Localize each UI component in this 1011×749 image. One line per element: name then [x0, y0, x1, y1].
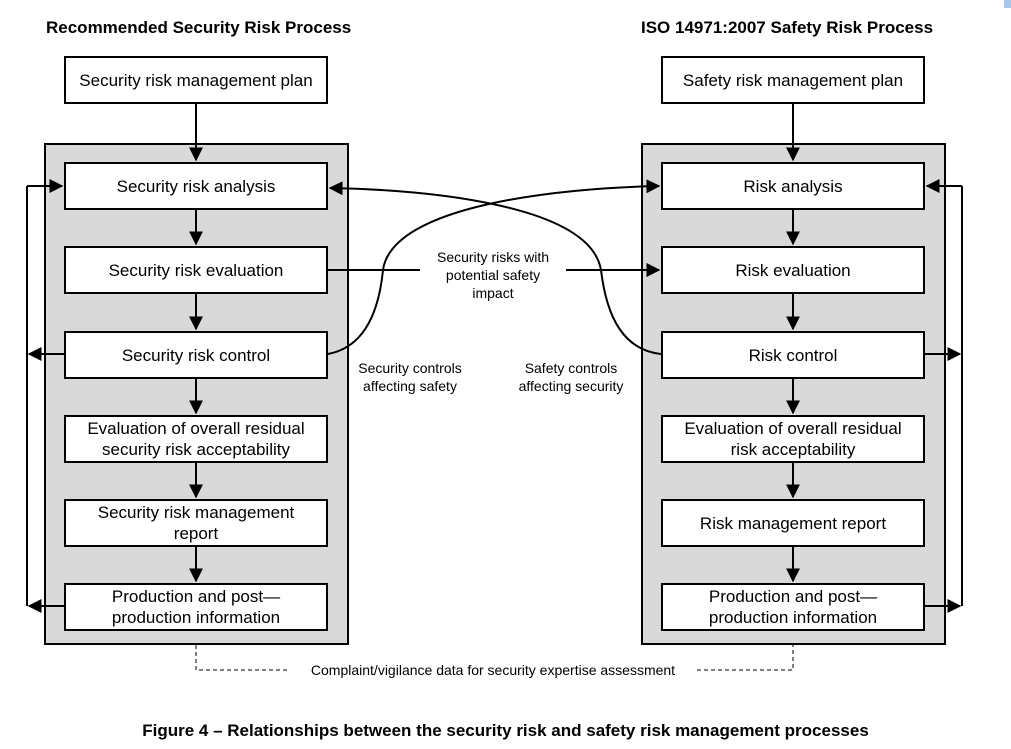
security-residual-line1: Evaluation of overall residual: [87, 419, 305, 438]
security-analysis-box: Security risk analysis: [64, 162, 328, 210]
risk-production-line1: Production and post—: [708, 587, 878, 606]
risk-report-box: Risk management report: [661, 499, 925, 547]
security-residual-line2: security risk acceptability: [101, 440, 290, 459]
security-controls-label: Security controls affecting safety: [350, 359, 470, 395]
right-process-heading: ISO 14971:2007 Safety Risk Process: [641, 18, 934, 37]
security-evaluation-box: Security risk evaluation: [64, 246, 328, 294]
risk-evaluation-box: Risk evaluation: [661, 246, 925, 294]
security-control-label: Security risk control: [121, 345, 271, 365]
figure-caption: Figure 4 – Relationships between the sec…: [142, 721, 869, 740]
safety-plan-box: Safety risk management plan: [661, 56, 925, 104]
risk-analysis-label: Risk analysis: [743, 176, 843, 196]
shared-risks-line1: Security risks with: [436, 249, 550, 265]
safety-controls-line2: affecting security: [518, 378, 624, 394]
left-process-heading: Recommended Security Risk Process: [46, 18, 352, 37]
security-production-line1: Production and post—: [111, 587, 281, 606]
safety-plan-label: Safety risk management plan: [682, 70, 904, 90]
risk-control-box: Risk control: [661, 331, 925, 379]
security-production-box: Production and post— production informati…: [64, 583, 328, 631]
edge-marker: [1004, 0, 1011, 8]
risk-production-box: Production and post— production informati…: [661, 583, 925, 631]
risk-control-label: Risk control: [748, 345, 838, 365]
security-report-line1: Security risk management: [97, 503, 295, 522]
shared-risks-label: Security risks with potential safety imp…: [420, 248, 566, 302]
shared-risks-line3: impact: [472, 285, 514, 301]
security-control-box: Security risk control: [64, 331, 328, 379]
risk-production-line2: production information: [708, 608, 878, 627]
security-report-box: Security risk management report: [64, 499, 328, 547]
feedback-data-label: Complaint/vigilance data for security ex…: [310, 662, 676, 678]
safety-controls-line1: Safety controls: [524, 360, 618, 376]
shared-risks-line2: potential safety: [445, 267, 541, 283]
security-residual-box: Evaluation of overall residual security r…: [64, 415, 328, 463]
security-plan-box: Security risk management plan: [64, 56, 328, 104]
risk-analysis-box: Risk analysis: [661, 162, 925, 210]
risk-residual-line2: risk acceptability: [730, 440, 856, 459]
risk-residual-line1: Evaluation of overall residual: [684, 419, 902, 438]
safety-controls-label: Safety controls affecting security: [510, 359, 632, 395]
security-controls-line1: Security controls: [358, 360, 462, 376]
risk-evaluation-label: Risk evaluation: [735, 260, 851, 280]
security-controls-line2: affecting safety: [363, 378, 457, 394]
security-analysis-label: Security risk analysis: [116, 176, 276, 196]
security-evaluation-label: Security risk evaluation: [108, 260, 284, 280]
security-plan-label: Security risk management plan: [79, 70, 313, 90]
security-report-line2: report: [173, 524, 219, 543]
risk-residual-box: Evaluation of overall residual risk accep…: [661, 415, 925, 463]
security-production-line2: production information: [111, 608, 281, 627]
risk-report-label: Risk management report: [699, 513, 887, 533]
